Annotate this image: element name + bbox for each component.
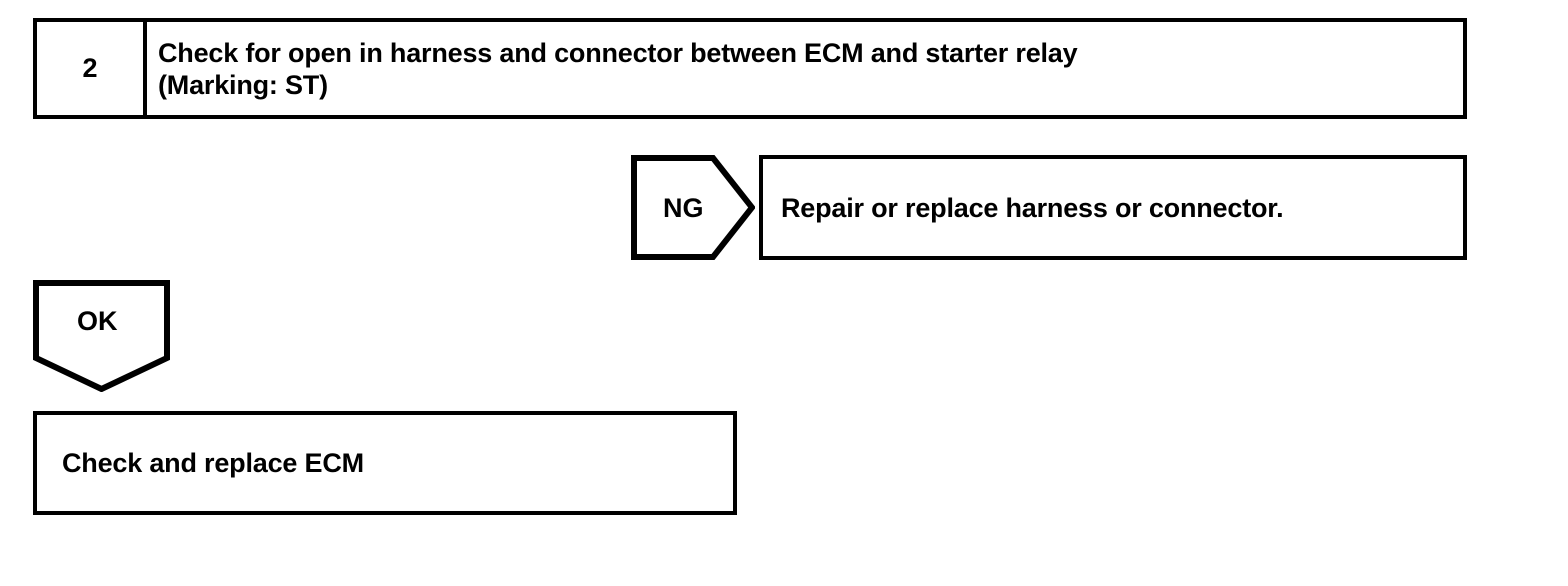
ok-result-text: Check and replace ECM (62, 448, 364, 478)
ng-result-box: Repair or replace harness or connector. (759, 155, 1467, 260)
step-row: 2 Check for open in harness and connecto… (33, 18, 1467, 119)
pentagon-down-icon (33, 280, 170, 392)
ok-branch-arrow: OK (33, 280, 170, 392)
step-instruction: Check for open in harness and connector … (158, 37, 1453, 101)
ng-branch-label: NG (663, 193, 704, 223)
step-instruction-line-2: (Marking: ST) (158, 70, 328, 100)
ok-branch-label: OK (77, 306, 118, 336)
pentagon-right-icon (631, 155, 755, 260)
ng-result-text: Repair or replace harness or connector. (781, 193, 1284, 223)
step-number: 2 (82, 53, 98, 83)
ok-result-box: Check and replace ECM (33, 411, 737, 515)
step-instruction-line-1: Check for open in harness and connector … (158, 38, 1078, 68)
step-number-cell: 2 (37, 22, 147, 115)
ng-branch-arrow: NG (631, 155, 755, 260)
